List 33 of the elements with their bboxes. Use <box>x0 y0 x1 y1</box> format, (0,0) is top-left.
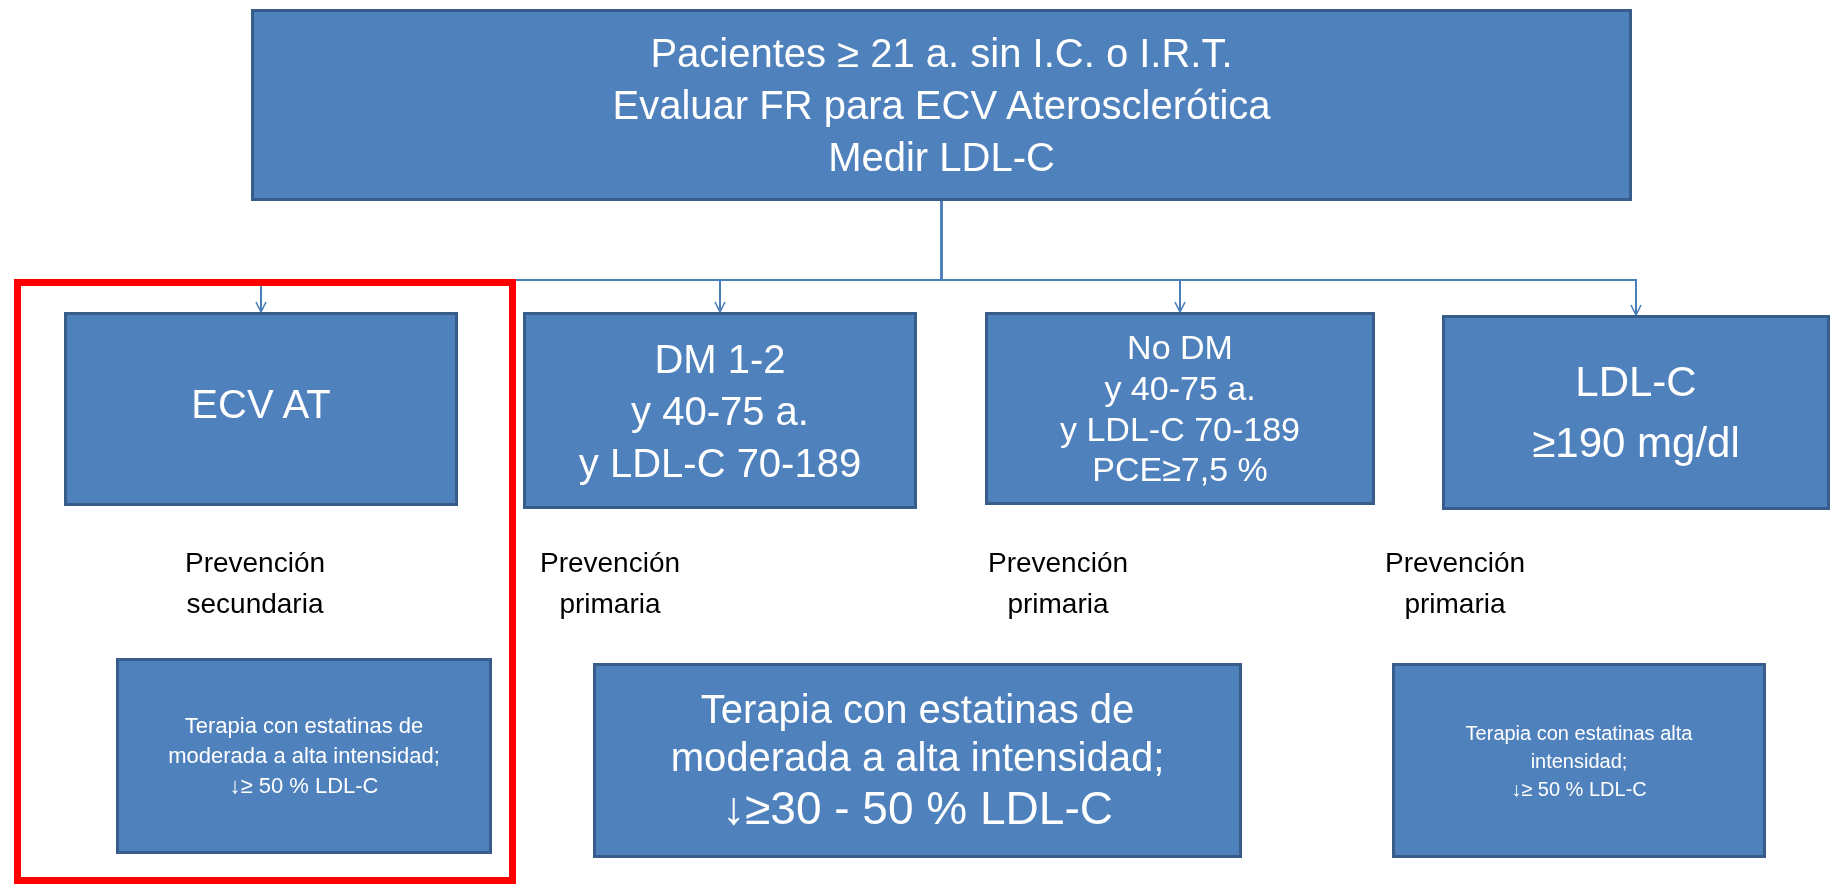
node-text: ↓≥ 50 % LDL-C <box>229 771 379 800</box>
node-text: Terapia con estatinas de moderada a alta intensidad; <box>167 712 441 771</box>
node-text: Terapia con estatinas de moderada a alta intensidad; <box>669 685 1166 781</box>
process-box <box>985 312 1375 505</box>
node-text: y 40-75 a. <box>631 387 809 435</box>
caption-text: Prevención primaria <box>538 546 682 621</box>
process-box <box>251 9 1632 201</box>
node-text: Medir LDL-C <box>828 134 1055 181</box>
caption-text: Prevención secundaria <box>183 546 327 621</box>
connector-arrow <box>940 200 1642 316</box>
node-text: ≥190 mg/dl <box>1532 417 1740 468</box>
highlight-frame <box>14 279 516 884</box>
process-box <box>1442 315 1830 510</box>
node-text: Pacientes ≥ 21 a. sin I.C. o I.R.T. <box>650 30 1233 77</box>
node-text: ↓≥30 - 50 % LDL-C <box>722 780 1113 836</box>
node-text: y 40-75 a. <box>1104 367 1256 409</box>
node-text: DM 1-2 <box>654 335 786 383</box>
therapy-box <box>593 663 1242 858</box>
node-text: ↓≥ 50 % LDL-C <box>1511 776 1647 802</box>
process-box <box>523 312 917 509</box>
process-box <box>64 312 458 506</box>
caption-text: Prevención primaria <box>1383 546 1527 621</box>
therapy-box <box>116 658 492 854</box>
node-text: y LDL-C 70-189 <box>1060 408 1300 450</box>
node-text: LDL-C <box>1575 356 1697 407</box>
caption-text: Prevención primaria <box>986 546 1130 621</box>
therapy-box <box>1392 663 1766 858</box>
node-text: Terapia con estatinas alta intensidad; <box>1464 720 1694 774</box>
node-text: ECV AT <box>191 381 331 428</box>
node-text: y LDL-C 70-189 <box>578 439 862 487</box>
node-text: Evaluar FR para ECV Aterosclerótica <box>612 82 1271 129</box>
node-text: PCE≥7,5 % <box>1092 449 1268 491</box>
node-text: No DM <box>1127 326 1233 368</box>
